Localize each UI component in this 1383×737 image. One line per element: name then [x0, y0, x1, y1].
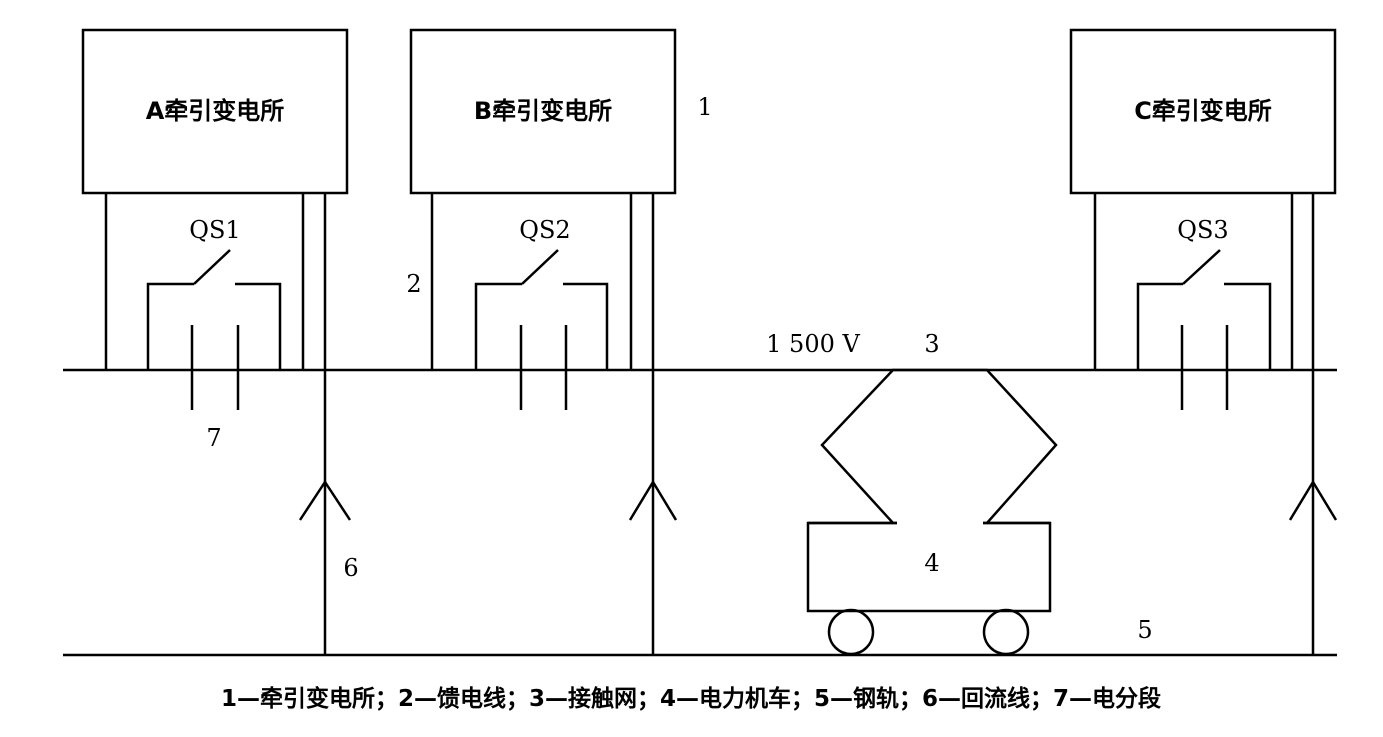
- marker-6: 6: [343, 554, 358, 582]
- switch-qs1-label: QS1: [189, 216, 240, 244]
- switch-qs3-label: QS3: [1177, 216, 1228, 244]
- substation-b-label: B牵引变电所: [474, 97, 612, 125]
- substation-c-label: C牵引变电所: [1134, 97, 1272, 125]
- section-b: [430, 193, 678, 655]
- switch-qs2-label: QS2: [519, 216, 570, 244]
- marker-4: 4: [924, 549, 939, 577]
- voltage-label: 1 500 V: [766, 330, 860, 358]
- substation-a-label: A牵引变电所: [146, 97, 285, 125]
- electric-locomotive: [806, 368, 1058, 656]
- marker-3: 3: [924, 330, 939, 358]
- wheel-left: [827, 608, 875, 656]
- substation-c-box: [1069, 28, 1337, 195]
- marker-7: 7: [206, 424, 221, 452]
- marker-5: 5: [1137, 616, 1152, 644]
- wheel-right: [982, 608, 1030, 656]
- marker-2: 2: [406, 270, 421, 298]
- legend-caption: 1—牵引变电所；2—馈电线；3—接触网；4—电力机车；5—钢轨；6—回流线；7—…: [221, 685, 1161, 712]
- substation-b-box: [409, 28, 677, 195]
- marker-1: 1: [697, 93, 712, 121]
- substation-a-box: [81, 28, 349, 195]
- section-a: [104, 193, 352, 655]
- section-c: [1093, 193, 1338, 655]
- pantograph: [820, 368, 1058, 525]
